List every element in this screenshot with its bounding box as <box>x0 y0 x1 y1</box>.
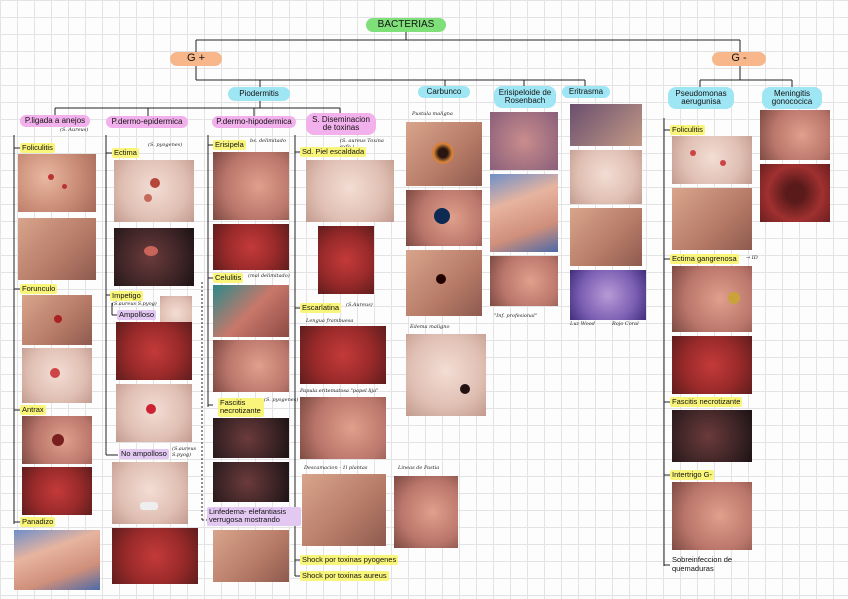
photo-antrax-1 <box>22 416 92 464</box>
photo-ampolloso-2 <box>116 384 192 442</box>
photo-intertrigo <box>672 482 752 550</box>
photo-foliculitis-neck <box>18 154 96 212</box>
photo-celulitis-2 <box>213 340 289 392</box>
note-pustula-maligna: Pustula maligna <box>412 111 453 117</box>
photo-eritrasma-1 <box>570 104 642 146</box>
note-s-pyogenes: (S. pyogenes) <box>148 142 183 148</box>
photo-ectima-2 <box>114 228 194 286</box>
note-luz-wood: Luz Wood <box>570 321 595 327</box>
label-no-ampolloso: No ampolloso <box>119 449 169 460</box>
label-linfedema: Linfedema- elefantiasis verrugosa mostra… <box>207 507 301 526</box>
eritrasma-node: Eritrasma <box>562 86 610 98</box>
photo-sd-piel-2 <box>318 226 374 294</box>
meningitis-node: Meningitis gonococica <box>762 87 822 109</box>
photo-edema-maligno <box>406 334 486 416</box>
note-descamacion: Descamacion - 1l plantas <box>304 465 368 471</box>
label-shock-pyogenes: Shock por toxinas pyogenes <box>300 555 399 566</box>
photo-erisipeloide-3 <box>490 256 558 306</box>
note-lineas-pastia: Lineas de Pastia <box>398 465 440 471</box>
label-fascitis-gneg: Fascitis necrotizante <box>670 397 743 408</box>
photo-meningitis-1 <box>760 110 830 160</box>
note-papula: Papula eritematosa "papel lija" <box>300 388 379 394</box>
photo-meningitis-2 <box>760 164 830 222</box>
photo-celulitis-1 <box>213 285 289 337</box>
photo-ampolloso-1 <box>116 322 192 380</box>
photo-forunculo-2 <box>22 348 92 403</box>
photo-sd-piel-1 <box>306 160 394 222</box>
note-rojo-coral: Rojo Coral <box>612 321 639 327</box>
note-edema-maligno: Edema maligno <box>410 324 450 330</box>
note-s-pyogenes-fascitis: (S. pyogenes) <box>264 397 299 403</box>
photo-foliculitis-gneg-2 <box>672 188 752 250</box>
photo-fascitis-gneg <box>672 410 752 462</box>
photo-escarlatina-tongue <box>300 326 386 384</box>
label-impetigo: Impetigo <box>110 291 143 302</box>
label-intertrigo: Intertrigo G- <box>670 470 715 481</box>
note-s-aureus-escarlatina: (S.Aureus) <box>346 302 373 308</box>
photo-ectima-1 <box>114 160 194 222</box>
note-saureus-pyog-no-ampolloso: (S.aureus S.pyog) <box>172 446 197 458</box>
photo-foliculitis-gneg-1 <box>672 136 752 184</box>
label-foliculitis-gneg: Foliculitis <box>670 125 705 136</box>
photo-escarlatina-papula <box>300 397 386 459</box>
carbunco-node: Carbunco <box>418 86 470 98</box>
photo-panadizo <box>14 530 100 590</box>
photo-erisipela-leg <box>213 224 289 270</box>
cat-dermo-epidermica: P.dermo-epidermica <box>106 116 188 128</box>
note-mal-delimitado: (mal delimitado) <box>248 273 290 279</box>
label-escarlatina: Escarlatina <box>300 303 342 314</box>
note-saureus-toxina: (S. aureus Toxina exfo.) <box>340 138 384 149</box>
photo-eritrasma-3 <box>570 208 642 266</box>
label-antrax: Antrax <box>20 405 46 416</box>
piodermitis-node: Piodermitis <box>228 87 290 101</box>
gram-negative-node: G - <box>712 52 766 66</box>
cat-ligada-anejos: P.ligada a anejos <box>20 115 90 127</box>
photo-foliculitis-back <box>18 218 96 280</box>
note-flecha-id: → ID <box>746 255 758 261</box>
photo-carbunco-2 <box>406 190 482 246</box>
photo-eritrasma-wood <box>570 270 646 320</box>
pseudomonas-node: Pseudomonas aerugunisa <box>668 87 734 109</box>
photo-linfedema <box>213 530 289 582</box>
photo-erisipeloide-2 <box>490 174 558 252</box>
label-sobreinfeccion: Sobreinfeccion de quemaduras <box>672 555 733 573</box>
photo-carbunco-3 <box>406 250 482 316</box>
cat-dermo-hipodermica: P.dermo-hipodermica <box>212 116 296 128</box>
note-saureus-pyog-impetigo: (S.aureus S.pyog) <box>112 301 157 307</box>
label-forunculo: Forunculo <box>20 284 58 295</box>
photo-erisipela-face <box>213 152 289 220</box>
label-fascitis: Fascitis necrotizante <box>218 398 264 417</box>
gram-positive-node: G + <box>170 52 222 66</box>
photo-no-ampolloso-face <box>112 462 188 524</box>
photo-fascitis-2 <box>213 462 289 502</box>
label-ectima-gangrenosa: Ectima gangrenosa <box>670 254 739 265</box>
erisipeloide-node: Erisipeloide de Rosenbach <box>494 86 556 108</box>
photo-carbunco-1 <box>406 122 482 186</box>
photo-no-ampolloso-mouth <box>112 528 198 584</box>
photo-eritrasma-2 <box>570 150 642 204</box>
root-node: BACTERIAS <box>366 18 446 32</box>
label-ampolloso: Ampolloso <box>117 310 157 321</box>
note-bs-delimitado: bs. delimitado <box>250 138 286 144</box>
photo-antrax-2 <box>22 467 92 515</box>
note-lengua-frambuesa: Lengua frambuesa <box>306 318 354 324</box>
photo-erisipeloide-1 <box>490 112 558 170</box>
photo-descamacion <box>302 474 386 546</box>
photo-forunculo-1 <box>22 295 92 345</box>
label-panadizo: Panadizo <box>20 517 56 528</box>
label-erisipela: Erisipela <box>213 140 246 151</box>
photo-ectima-gangrenosa-2 <box>672 336 752 394</box>
label-sd-piel-escaldada: Sd. Piel escaldada <box>300 147 367 158</box>
label-ectima: Ectima <box>112 148 139 159</box>
photo-fascitis-1 <box>213 418 289 458</box>
photo-lineas-pastia <box>394 476 458 548</box>
label-shock-aureus: Shock por toxinas aureus <box>300 571 389 582</box>
note-s-aureus: (S. Aureus) <box>60 127 89 133</box>
label-foliculitis: Foliculitis <box>20 143 55 154</box>
note-inf-profesional: "Inf. profesional" <box>494 313 538 319</box>
photo-ectima-gangrenosa-1 <box>672 266 752 332</box>
label-celulitis: Celulitis <box>213 273 244 284</box>
cat-diseminacion-toxinas: S. Diseminacion de toxinas <box>306 113 376 135</box>
